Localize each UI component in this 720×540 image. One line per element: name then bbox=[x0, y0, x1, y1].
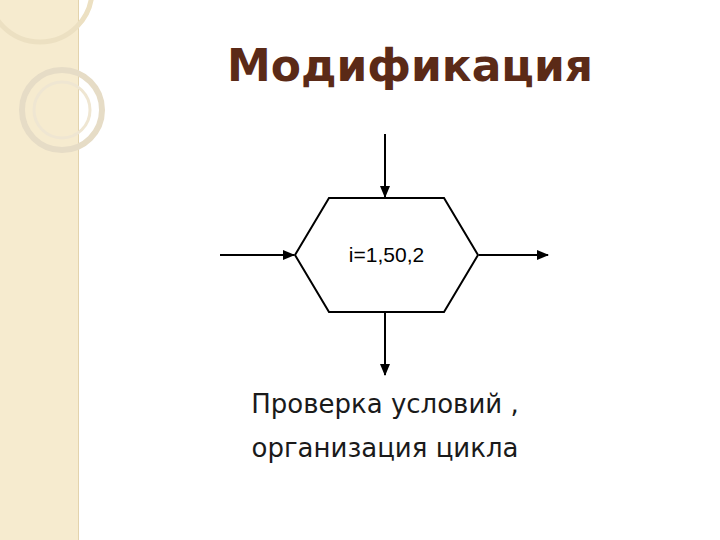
loop-parameters: i=1,50,2 bbox=[349, 243, 424, 267]
hexagon-shape bbox=[295, 198, 478, 312]
deco-circle bbox=[34, 82, 90, 138]
deco-circle bbox=[22, 70, 102, 150]
input-arrow-top bbox=[384, 134, 386, 197]
loop-hexagon: i=1,50,2 bbox=[295, 198, 478, 312]
band-edge bbox=[78, 0, 79, 540]
slide-title: Модификация bbox=[227, 40, 593, 91]
slide-caption: Проверка условий , организация цикла bbox=[195, 382, 575, 470]
output-arrow-right bbox=[479, 254, 548, 256]
input-arrow-left bbox=[220, 254, 294, 256]
output-arrow-bottom bbox=[384, 313, 386, 375]
deco-circle bbox=[0, 0, 92, 42]
